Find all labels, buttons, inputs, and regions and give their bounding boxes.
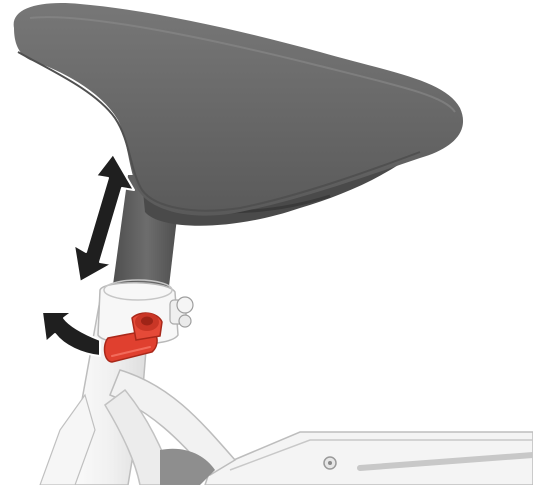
rotate-lever-arrow-icon <box>42 312 100 356</box>
saddle <box>14 3 463 226</box>
clamp-bolt-icon <box>177 297 193 313</box>
rear-rack <box>205 432 533 485</box>
